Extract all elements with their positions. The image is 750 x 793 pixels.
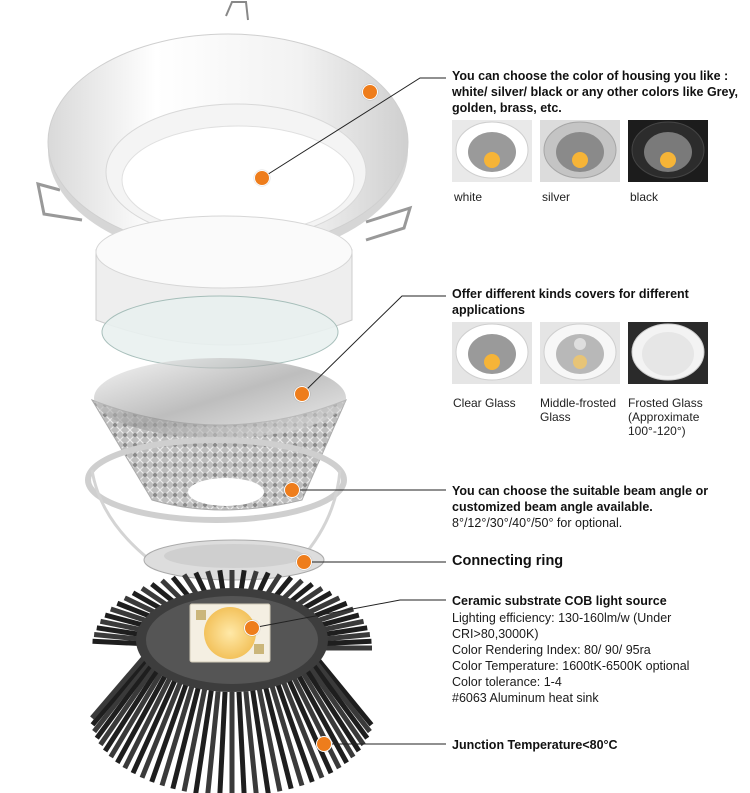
cover-thumb-middle-frosted — [540, 322, 620, 384]
heat-sink-fin — [108, 668, 165, 759]
heat-sink-fin — [295, 672, 349, 764]
marker-cover — [294, 386, 310, 402]
marker-housing-inner — [254, 170, 270, 186]
heat-sink-fin — [305, 661, 366, 747]
heat-sink-fin — [286, 678, 334, 775]
heat-sink-fin — [90, 650, 155, 727]
cover-thumb-frosted — [628, 322, 708, 384]
heat-sink-fin — [139, 680, 183, 779]
heat-sink-fin — [263, 687, 294, 790]
heat-sink-fin — [243, 691, 259, 793]
marker-connecting-ring — [296, 554, 312, 570]
housing-option-black: black — [630, 190, 659, 204]
cover-option-frosted: Frosted Glass (Approximate 100°-120°) — [628, 396, 703, 438]
housing-thumb-white — [452, 120, 532, 182]
heat-sink-fin — [256, 688, 283, 792]
heat-sink-fin — [98, 661, 159, 747]
cob-title: Ceramic substrate COB light source — [452, 594, 667, 608]
heat-sink-fin — [302, 665, 361, 753]
covers-title: Offer different kinds covers for differe… — [452, 287, 689, 317]
heat-sink-fin — [269, 685, 305, 787]
junction-title: Junction Temperature<80°C — [452, 738, 618, 752]
heat-sink-fin — [122, 675, 173, 770]
heat-sink-fin — [103, 665, 162, 753]
heat-sink-fin — [193, 690, 214, 793]
heat-sink-fin — [281, 680, 325, 779]
cob-line-heat-sink: #6063 Aluminum heat sink — [452, 691, 599, 705]
heat-sink-fin — [291, 675, 342, 770]
housing-title: You can choose the color of housing you … — [452, 69, 738, 115]
marker-housing-outer — [362, 84, 378, 100]
heat-sink-fin — [250, 690, 271, 793]
heat-sink-fin — [130, 678, 178, 775]
marker-reflector — [284, 482, 300, 498]
heat-sink-fin — [307, 657, 370, 740]
heat-sink-fin — [309, 650, 374, 727]
marker-cob — [244, 620, 260, 636]
cover-option-middle-frosted: Middle-frosted Glass — [540, 396, 617, 424]
heat-sink-fin — [236, 691, 247, 793]
ring-title: Connecting ring — [452, 553, 564, 569]
cover-thumb-clear — [452, 322, 532, 384]
cover-option-clear: Clear Glass — [453, 396, 516, 410]
heat-sink-fin — [115, 672, 169, 764]
housing-thumb-silver — [540, 120, 620, 182]
heat-sink-fin — [308, 654, 372, 734]
cob-line-tolerance: Color tolerance: 1-4 — [452, 675, 562, 689]
heat-sink-fin — [275, 683, 315, 783]
heat-sink-fin — [299, 668, 356, 759]
heat-sink-fin — [149, 683, 189, 783]
heat-sink-fin — [90, 646, 154, 720]
heat-sink-fin — [181, 688, 208, 792]
cob-line-efficiency: Lighting efficiency: 130-160lm/w (Under … — [452, 611, 672, 641]
cob-line-cct: Color Temperature: 1600tK-6500K optional — [452, 659, 690, 673]
heat-sink-fin — [170, 687, 201, 790]
beam-detail: 8°/12°/30°/40°/50° for optional. — [452, 516, 623, 530]
cob-line-cri: Color Rendering Index: 80/ 90/ 95ra — [452, 643, 651, 657]
heat-sink-fin — [92, 654, 156, 734]
housing-option-silver: silver — [542, 190, 571, 204]
housing-thumb-black — [628, 120, 708, 182]
heat-sink-fin — [217, 691, 228, 793]
heat-sink-fin — [159, 685, 195, 787]
heat-sink-fin — [94, 657, 157, 740]
beam-title: You can choose the suitable beam angle o… — [452, 484, 709, 514]
housing-option-white: white — [454, 190, 483, 204]
heat-sink-fin — [205, 691, 221, 793]
marker-heat-sink — [316, 736, 332, 752]
